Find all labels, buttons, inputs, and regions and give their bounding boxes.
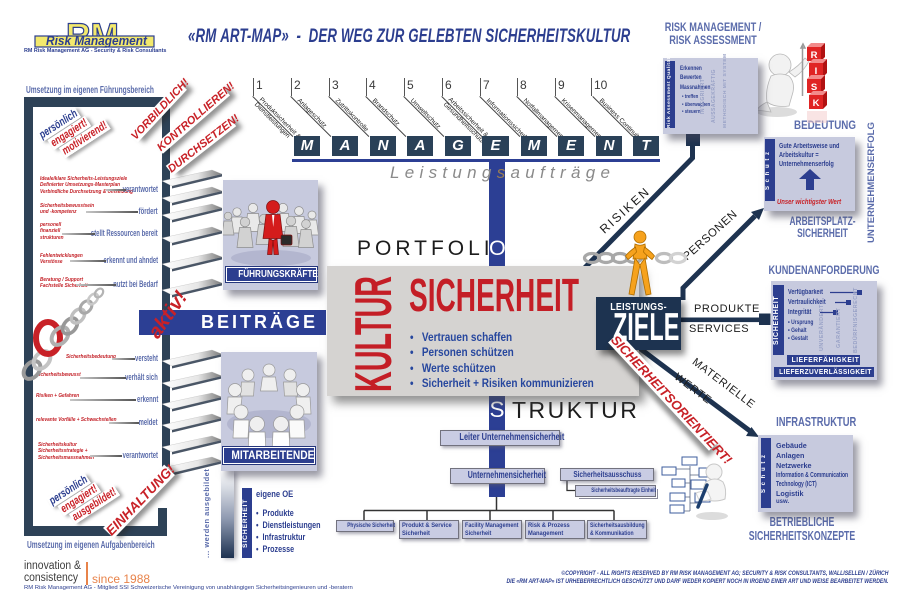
svg-text:S: S [811, 82, 817, 93]
svg-text:Risk Management: Risk Management [46, 34, 148, 48]
svg-text:R: R [811, 50, 818, 61]
svg-text:I: I [815, 66, 818, 77]
svg-text:KULTUR: KULTUR [345, 276, 403, 392]
svg-text:SICHERHEIT: SICHERHEIT [409, 269, 579, 321]
svg-text:K: K [813, 98, 820, 109]
